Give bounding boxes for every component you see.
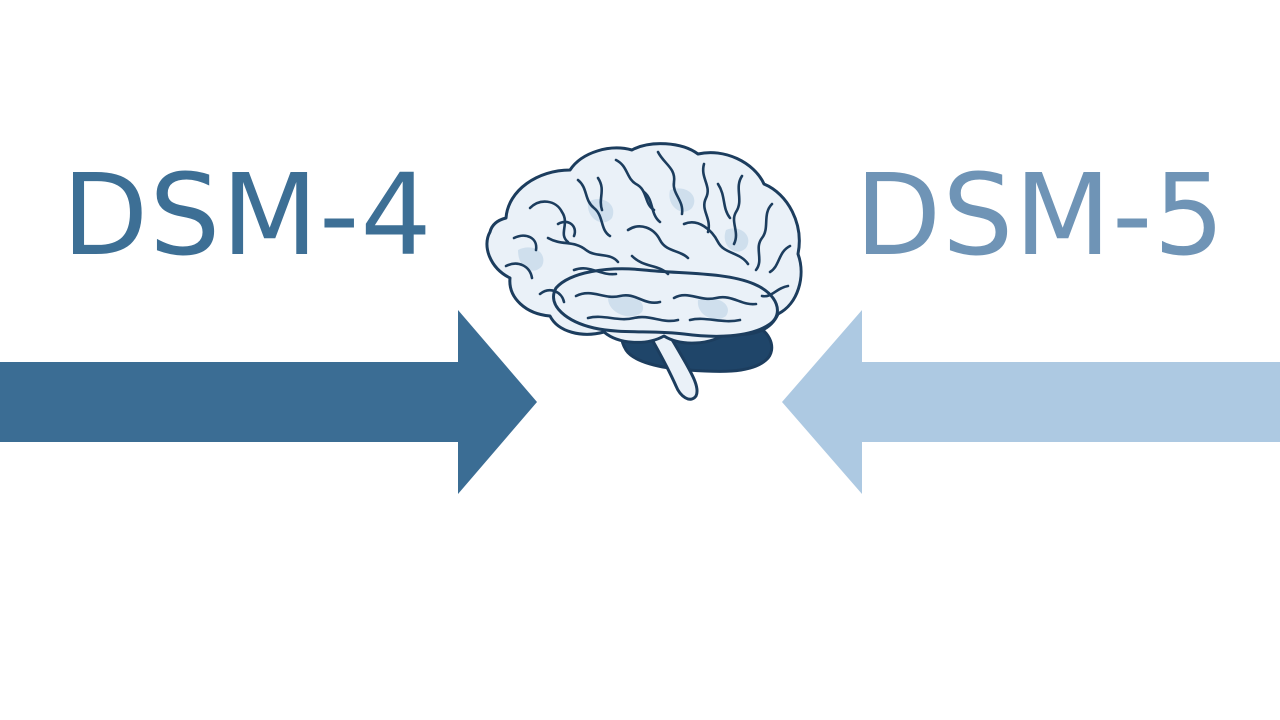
arrow-left-shape [782,310,1280,494]
arrow-right-shape [0,310,537,494]
brain-icon [485,142,803,401]
dsm-4-label: DSM-4 [62,151,433,281]
dsm-5-label: DSM-5 [855,151,1226,281]
